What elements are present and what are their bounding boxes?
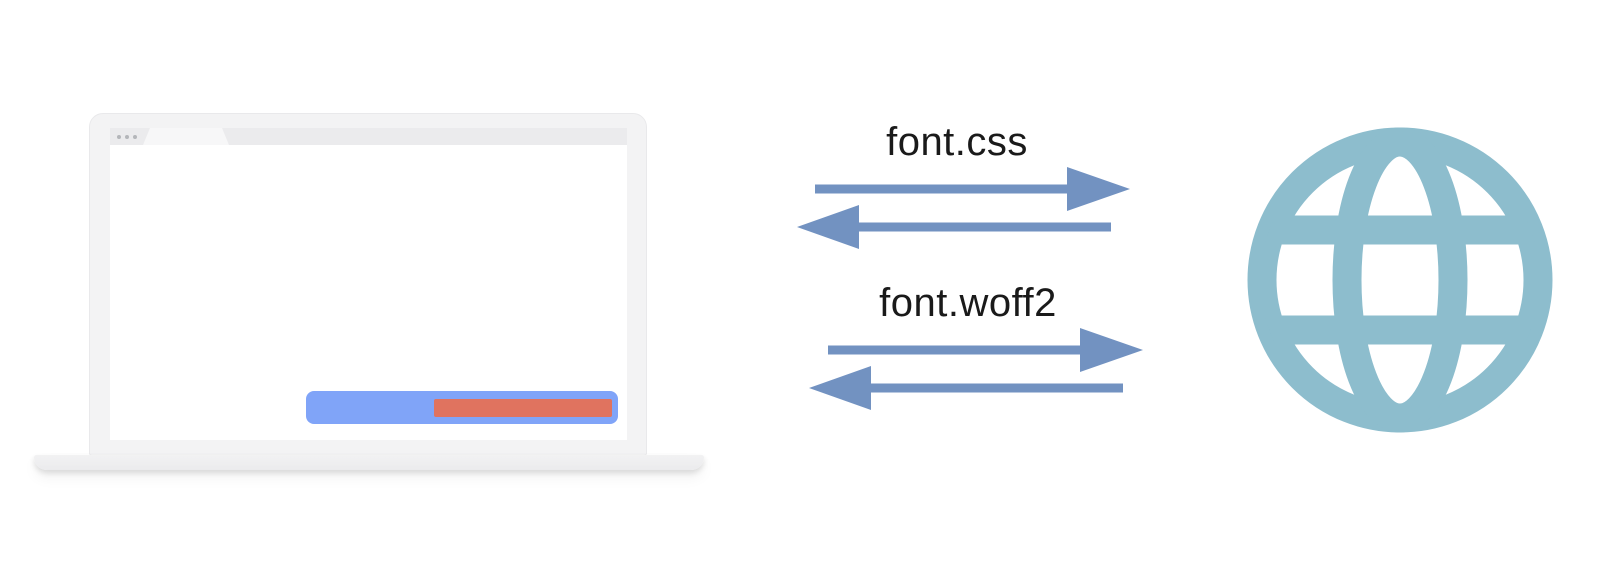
window-dots-icon bbox=[117, 128, 137, 145]
request-label-font-css: font.css bbox=[886, 120, 1028, 164]
window-dot bbox=[133, 134, 137, 139]
window-dot bbox=[125, 134, 129, 139]
browser-tab bbox=[143, 128, 229, 145]
request-arrow-right-icon bbox=[815, 167, 1130, 211]
request-label-font-woff2: font.woff2 bbox=[879, 281, 1057, 325]
browser-chrome-bar bbox=[110, 128, 627, 145]
window-dot bbox=[117, 134, 121, 139]
laptop-screen bbox=[89, 113, 647, 456]
request-arrow-right-icon bbox=[828, 328, 1143, 372]
response-arrow-left-icon bbox=[809, 366, 1123, 410]
browser-window bbox=[110, 128, 627, 440]
laptop-base bbox=[34, 455, 704, 470]
response-arrow-left-icon bbox=[797, 205, 1111, 249]
globe-icon bbox=[1247, 127, 1553, 433]
font-loading-bar-track bbox=[306, 391, 618, 424]
font-loading-bar-fill bbox=[433, 399, 612, 417]
